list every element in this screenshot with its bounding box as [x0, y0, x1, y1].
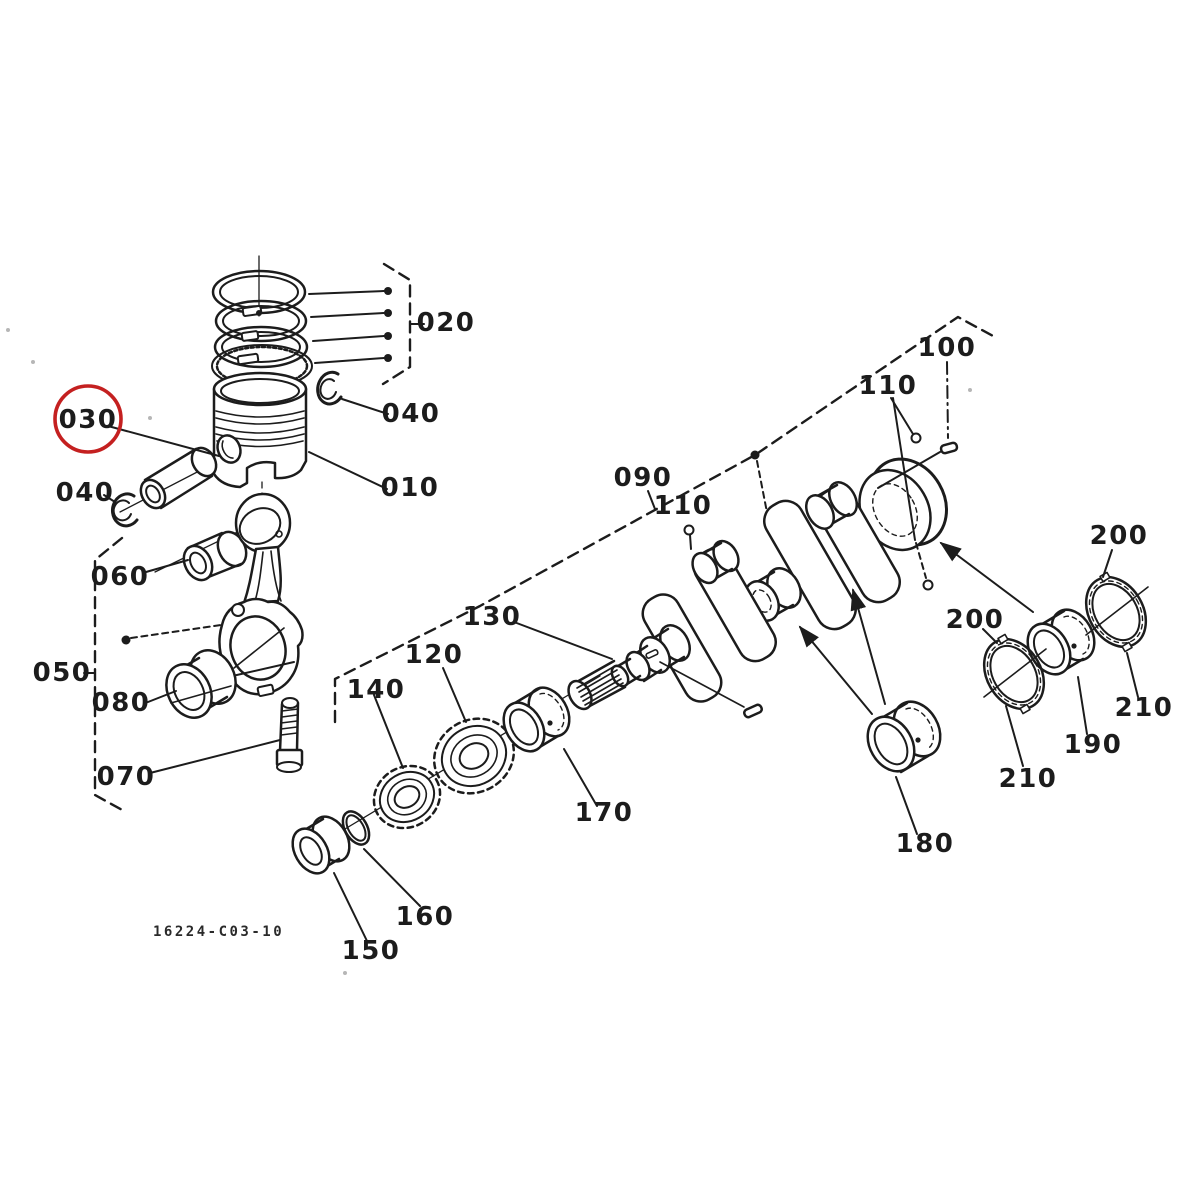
small-end-bushing	[182, 530, 248, 582]
crank-collar-ring	[291, 815, 351, 875]
rod-bolt	[275, 697, 304, 773]
thrust-ring-right	[1084, 571, 1149, 653]
callout-130: 130	[463, 602, 522, 632]
o-ring	[341, 810, 371, 846]
callout-030: 030	[59, 405, 118, 435]
crank-gear-large	[432, 717, 516, 795]
callout-040-left: 040	[56, 478, 115, 508]
callout-210-left: 210	[999, 764, 1058, 794]
crankshaft	[567, 457, 948, 711]
bracket-090	[333, 315, 995, 724]
callout-070: 070	[97, 762, 156, 792]
callout-020: 020	[417, 308, 476, 338]
connecting-rod	[218, 492, 304, 697]
callout-110-center: 110	[654, 491, 713, 521]
callout-210-right: 210	[1115, 693, 1174, 723]
scan-specks	[6, 328, 972, 975]
piston	[212, 371, 308, 489]
callout-120: 120	[405, 640, 464, 670]
callout-090: 090	[614, 463, 673, 493]
callout-110-right: 110	[859, 371, 918, 401]
main-bearing-center	[866, 700, 942, 774]
callout-170: 170	[575, 798, 634, 828]
callout-100: 100	[918, 333, 977, 363]
callout-190: 190	[1064, 730, 1123, 760]
callout-150: 150	[342, 936, 401, 966]
callout-060: 060	[91, 562, 150, 592]
flywheel-key	[877, 361, 959, 489]
callout-040-upper: 040	[382, 399, 441, 429]
drawing-number: 16224-C03-10	[153, 924, 284, 940]
bracket-020	[381, 262, 425, 386]
callout-010: 010	[381, 473, 440, 503]
main-bearing-front	[502, 686, 571, 753]
callout-leader-lines	[103, 287, 1139, 942]
crank-gear-key	[659, 661, 763, 719]
piston-pin-circlip-upper	[316, 370, 343, 406]
callout-080: 080	[92, 688, 151, 718]
callout-140: 140	[347, 675, 406, 705]
callout-200-left: 200	[946, 605, 1005, 635]
crank-gear-small	[372, 764, 442, 830]
highlight-circle-030	[53, 384, 123, 454]
main-bearing-rear	[1026, 608, 1096, 676]
bracket-050	[83, 536, 229, 813]
callout-200-right: 200	[1090, 521, 1149, 551]
callout-050: 050	[33, 658, 92, 688]
piston-pin	[139, 446, 218, 510]
callout-160: 160	[396, 902, 455, 932]
piston-ring-set	[211, 269, 313, 388]
piston-pin-circlip-lower	[111, 492, 139, 528]
callout-labels: 020 040 010 030 040 060 050 080 070 090 …	[33, 308, 1174, 966]
callout-180: 180	[896, 829, 955, 859]
rod-bearing	[165, 649, 237, 719]
